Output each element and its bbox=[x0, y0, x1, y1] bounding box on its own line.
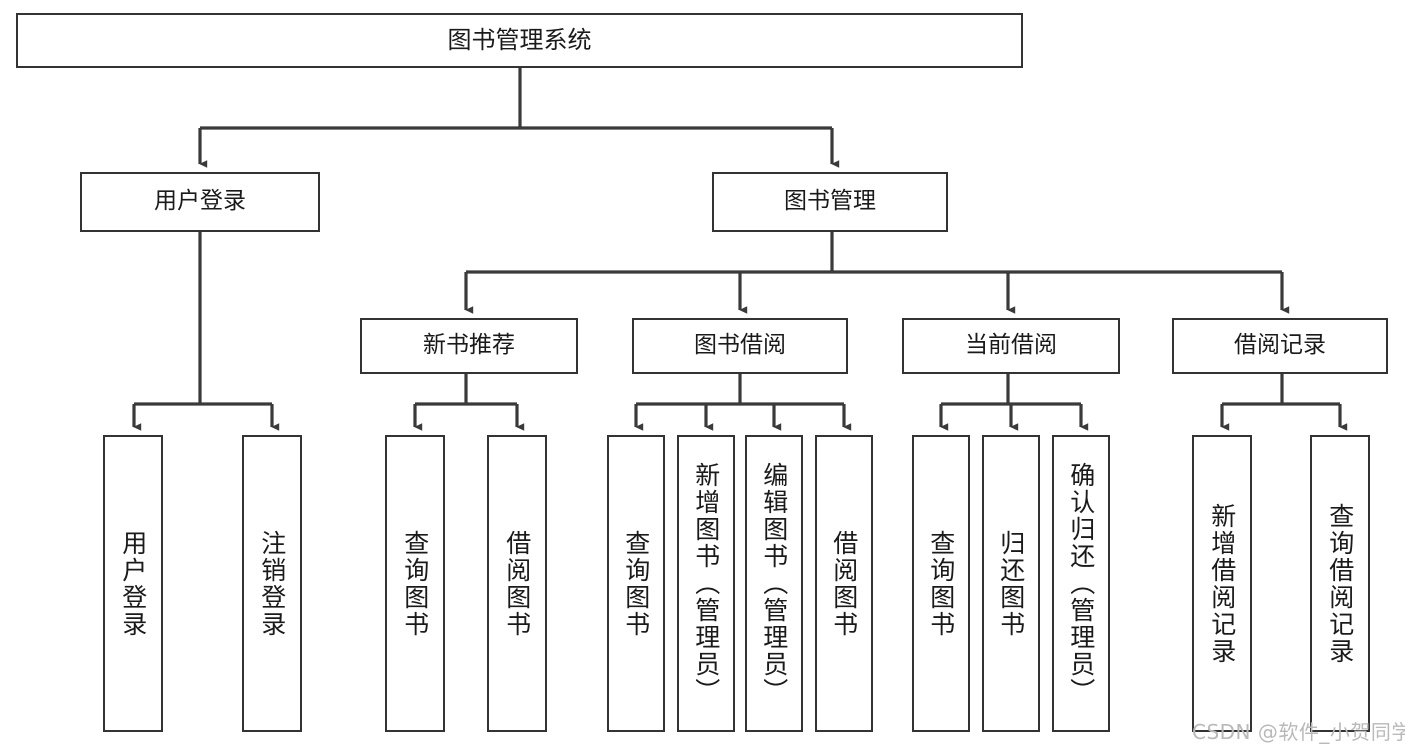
node-leaf-return-book[interactable]: 归还图书 bbox=[982, 435, 1040, 732]
node-new-book-recommend-label: 新书推荐 bbox=[423, 332, 515, 359]
node-user-login[interactable]: 用户登录 bbox=[80, 172, 320, 232]
csdn-watermark: CSDN @软件_小贺同学 bbox=[1192, 720, 1405, 744]
node-leaf-borrow-book-recommend[interactable]: 借阅图书 bbox=[487, 435, 547, 732]
node-user-login-label: 用户登录 bbox=[154, 188, 246, 215]
node-leaf-edit-book[interactable]: 编辑图书（管理员） bbox=[745, 435, 803, 732]
node-leaf-query-book-borrow[interactable]: 查询图书 bbox=[607, 435, 665, 732]
node-root[interactable]: 图书管理系统 bbox=[16, 13, 1023, 68]
node-current-borrow-label: 当前借阅 bbox=[965, 332, 1057, 359]
node-leaf-query-borrow-record-label: 查询借阅记录 bbox=[1325, 502, 1355, 665]
node-book-borrow-label: 图书借阅 bbox=[694, 332, 786, 359]
node-leaf-return-book-label: 归还图书 bbox=[996, 529, 1026, 638]
node-leaf-confirm-return-label: 确认归还（管理员） bbox=[1066, 462, 1096, 705]
node-leaf-query-borrow-record[interactable]: 查询借阅记录 bbox=[1310, 435, 1370, 732]
node-leaf-borrow-book[interactable]: 借阅图书 bbox=[815, 435, 873, 732]
node-borrow-record-label: 借阅记录 bbox=[1234, 332, 1326, 359]
node-leaf-edit-book-label: 编辑图书（管理员） bbox=[759, 462, 789, 705]
node-root-label: 图书管理系统 bbox=[447, 26, 592, 55]
node-book-management[interactable]: 图书管理 bbox=[712, 172, 948, 232]
node-leaf-user-login-label: 用户登录 bbox=[118, 529, 148, 638]
node-leaf-query-book-borrow-label: 查询图书 bbox=[621, 529, 651, 638]
node-new-book-recommend[interactable]: 新书推荐 bbox=[360, 318, 578, 374]
node-leaf-query-book-recommend-label: 查询图书 bbox=[400, 529, 430, 638]
node-leaf-add-borrow-record[interactable]: 新增借阅记录 bbox=[1192, 435, 1252, 732]
node-leaf-confirm-return[interactable]: 确认归还（管理员） bbox=[1052, 435, 1110, 732]
node-current-borrow[interactable]: 当前借阅 bbox=[902, 318, 1120, 374]
node-book-management-label: 图书管理 bbox=[784, 188, 876, 215]
node-book-borrow[interactable]: 图书借阅 bbox=[632, 318, 848, 374]
node-leaf-add-book[interactable]: 新增图书（管理员） bbox=[677, 435, 735, 732]
node-leaf-borrow-book-recommend-label: 借阅图书 bbox=[502, 529, 532, 638]
node-leaf-logout-label: 注销登录 bbox=[257, 529, 287, 638]
node-leaf-borrow-book-label: 借阅图书 bbox=[829, 529, 859, 638]
node-leaf-user-login[interactable]: 用户登录 bbox=[103, 435, 163, 732]
node-leaf-add-book-label: 新增图书（管理员） bbox=[691, 462, 721, 705]
node-leaf-query-book-recommend[interactable]: 查询图书 bbox=[385, 435, 445, 732]
node-borrow-record[interactable]: 借阅记录 bbox=[1172, 318, 1388, 374]
node-leaf-query-book-current[interactable]: 查询图书 bbox=[912, 435, 970, 732]
node-leaf-logout[interactable]: 注销登录 bbox=[242, 435, 302, 732]
node-leaf-add-borrow-record-label: 新增借阅记录 bbox=[1207, 502, 1237, 665]
node-leaf-query-book-current-label: 查询图书 bbox=[926, 529, 956, 638]
